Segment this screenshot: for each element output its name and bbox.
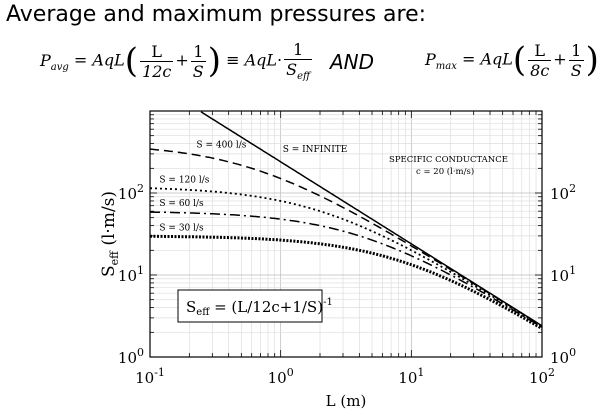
page-heading: Average and maximum pressures are: <box>6 2 427 27</box>
x-axis-label: L (m) <box>326 392 367 410</box>
y-tick-label-right: 101 <box>550 264 576 285</box>
series-line <box>149 148 543 327</box>
equivalence-sign: ≡ <box>226 50 240 70</box>
y-tick-label: 102 <box>118 182 144 203</box>
y-axis-label: Seff (l·m/s) <box>99 191 121 277</box>
equals-sign-2: = <box>461 49 476 69</box>
formula-box <box>177 289 323 323</box>
x-tick-label: 10-1 <box>135 366 165 387</box>
p-max-symbol: Pmax <box>425 49 457 72</box>
x-tick-label: 101 <box>398 366 424 387</box>
y-tick-label: 100 <box>118 346 144 367</box>
x-tick-label: 102 <box>529 366 555 387</box>
series-label: S = 60 l/s <box>159 199 204 209</box>
y-tick-label-right: 102 <box>550 182 576 203</box>
series-label: S = 30 l/s <box>159 223 204 233</box>
aql-term: AqL <box>92 50 125 70</box>
grid-lines <box>149 111 542 358</box>
left-paren-2: ( <box>512 40 527 80</box>
series-line <box>150 211 543 328</box>
annotations: S = INFINITE S = 400 l/s S = 120 l/s S = 60… <box>159 140 508 323</box>
y-tick-label: 101 <box>118 264 144 285</box>
x-tick-label: 100 <box>268 366 294 387</box>
right-paren-2: ) <box>585 40 599 80</box>
y-tick-label-right: 100 <box>550 346 576 367</box>
plot-frame <box>149 110 543 358</box>
series-line <box>150 234 543 330</box>
dot-operator: · <box>277 50 283 70</box>
series-label: S = INFINITE <box>283 145 348 155</box>
aql-term-3: AqL <box>480 49 513 69</box>
formula-box-text: Seff = (L/12c+1/S)-1 <box>186 297 333 318</box>
tick-marks <box>149 111 542 358</box>
plus-sign: + <box>175 50 189 70</box>
and-label: AND <box>330 50 375 74</box>
equals-sign: = <box>73 50 88 70</box>
series-lines <box>149 111 543 330</box>
series-label: S = 400 l/s <box>196 140 246 150</box>
p-avg-symbol: Pavg <box>40 50 69 73</box>
series-line <box>149 187 543 328</box>
conductance-value-label: c = 20 (l·m/s) <box>416 166 474 177</box>
series-label: S = 120 l/s <box>159 175 209 185</box>
right-paren: ) <box>207 41 222 82</box>
left-paren: ( <box>124 41 139 82</box>
specific-conductance-label: SPECIFIC CONDUCTANCE <box>389 155 508 165</box>
plus-sign-2: + <box>553 49 567 69</box>
aql-term-2: AqL <box>244 50 278 70</box>
